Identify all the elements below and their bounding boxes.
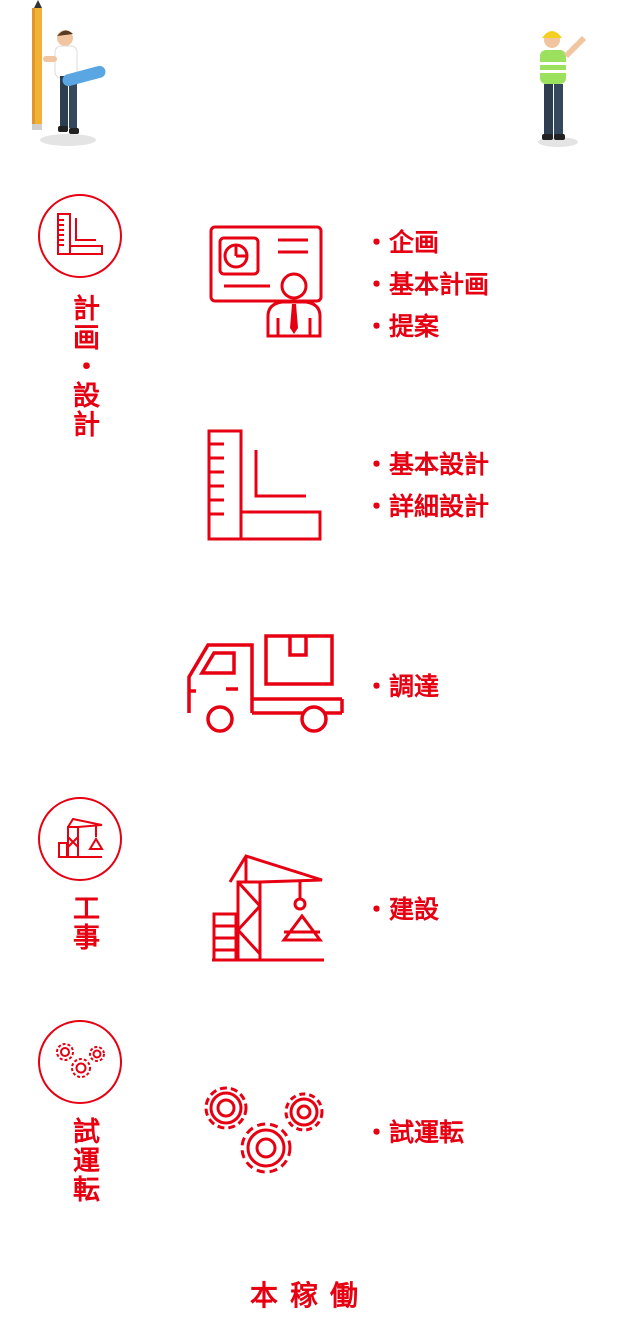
final-stage-label: 本稼働 xyxy=(249,1279,370,1312)
step-item: ・試運転 xyxy=(364,1118,465,1147)
phase-planning-label: 計画・設計 xyxy=(68,293,99,439)
step-planning-items: ・企画 ・基本計画 ・提案 xyxy=(364,222,489,348)
gears-icon xyxy=(53,1038,107,1086)
step-item: ・基本計画 xyxy=(364,270,490,299)
step-design-items: ・基本設計 ・詳細設計 xyxy=(364,444,489,528)
step-procurement-items: ・調達 xyxy=(364,666,439,708)
presentation-board-icon xyxy=(208,224,324,344)
gears-icon xyxy=(198,1080,328,1184)
crane-icon xyxy=(210,852,326,968)
delivery-truck-icon xyxy=(186,633,348,741)
ruler-square-icon xyxy=(206,428,324,546)
step-testrun-items: ・試運転 xyxy=(364,1112,464,1154)
phase-construction-circle xyxy=(38,797,122,881)
construction-worker-illustration xyxy=(520,22,600,150)
step-item: ・基本設計 xyxy=(364,450,490,479)
step-construction-items: ・建設 xyxy=(364,889,439,931)
phase-construction-label: 工事 xyxy=(68,894,99,952)
phase-planning-circle xyxy=(38,194,122,278)
step-item: ・建設 xyxy=(364,895,440,924)
step-item: ・提案 xyxy=(364,312,440,341)
crane-icon xyxy=(56,815,104,863)
step-item: ・詳細設計 xyxy=(364,492,490,521)
engineer-with-pencil-illustration xyxy=(20,0,115,150)
step-item: ・企画 xyxy=(364,228,440,257)
ruler-square-icon xyxy=(56,212,104,260)
phase-testrun-label: 試運転 xyxy=(68,1116,99,1204)
phase-testrun-circle xyxy=(38,1020,122,1104)
step-item: ・調達 xyxy=(364,672,440,701)
